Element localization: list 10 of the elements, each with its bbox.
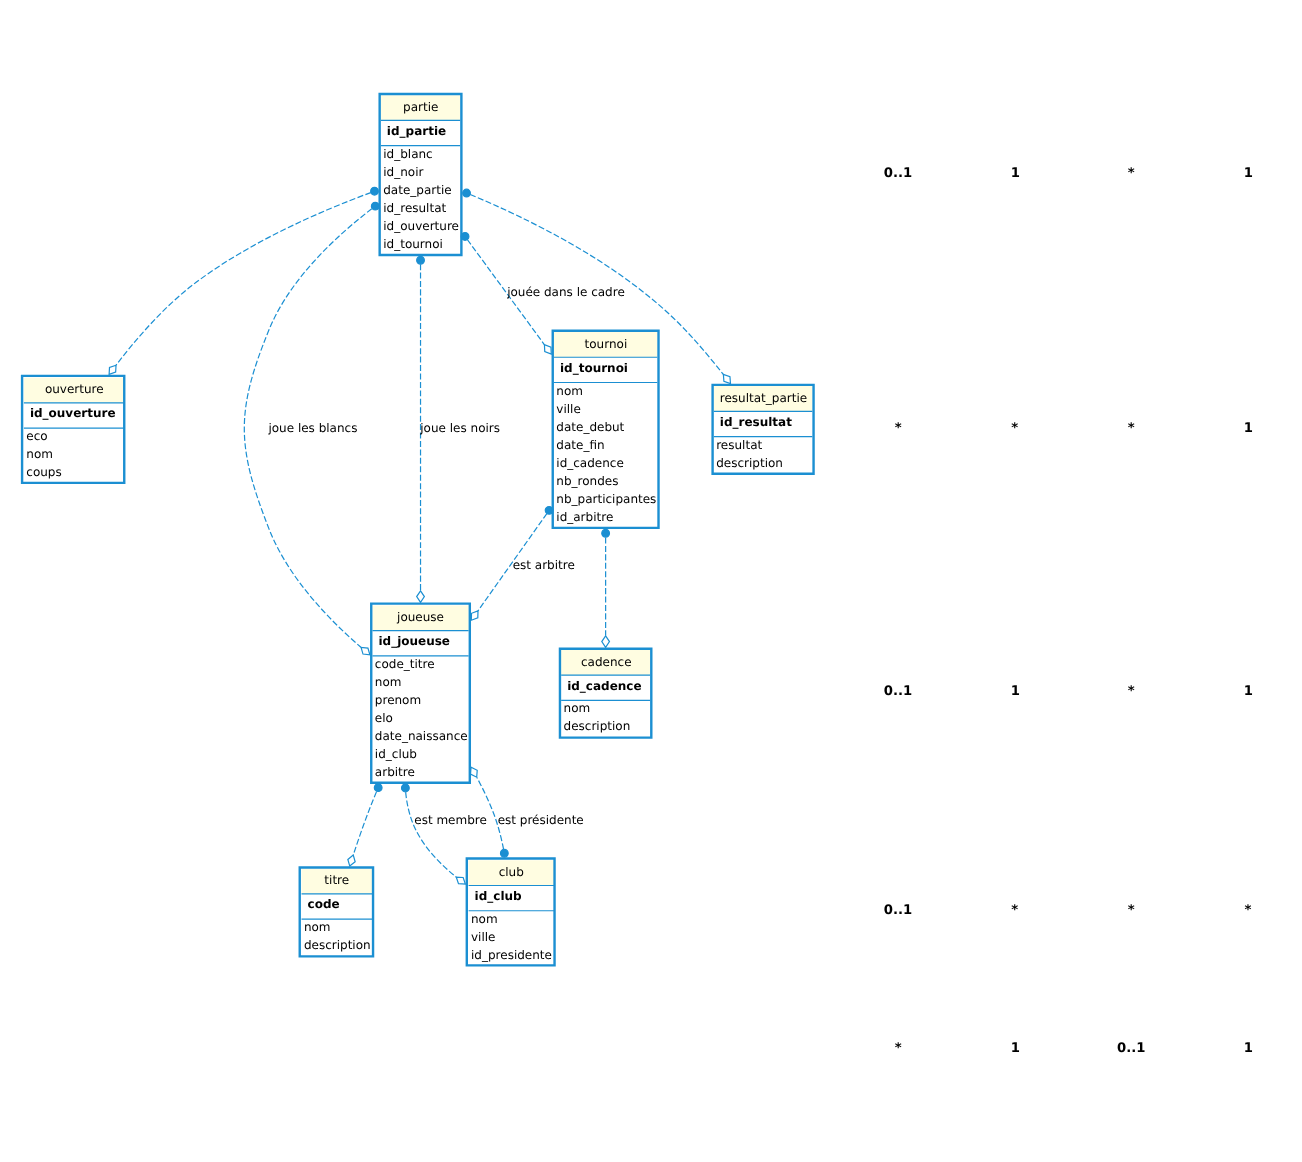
connector <box>469 765 509 857</box>
connector <box>462 187 732 384</box>
connector <box>601 527 611 648</box>
connector <box>347 782 383 867</box>
connector <box>400 782 467 884</box>
connector <box>108 185 379 375</box>
connector <box>243 200 380 655</box>
connector <box>470 504 554 621</box>
connector <box>460 231 552 354</box>
connector <box>415 254 426 603</box>
